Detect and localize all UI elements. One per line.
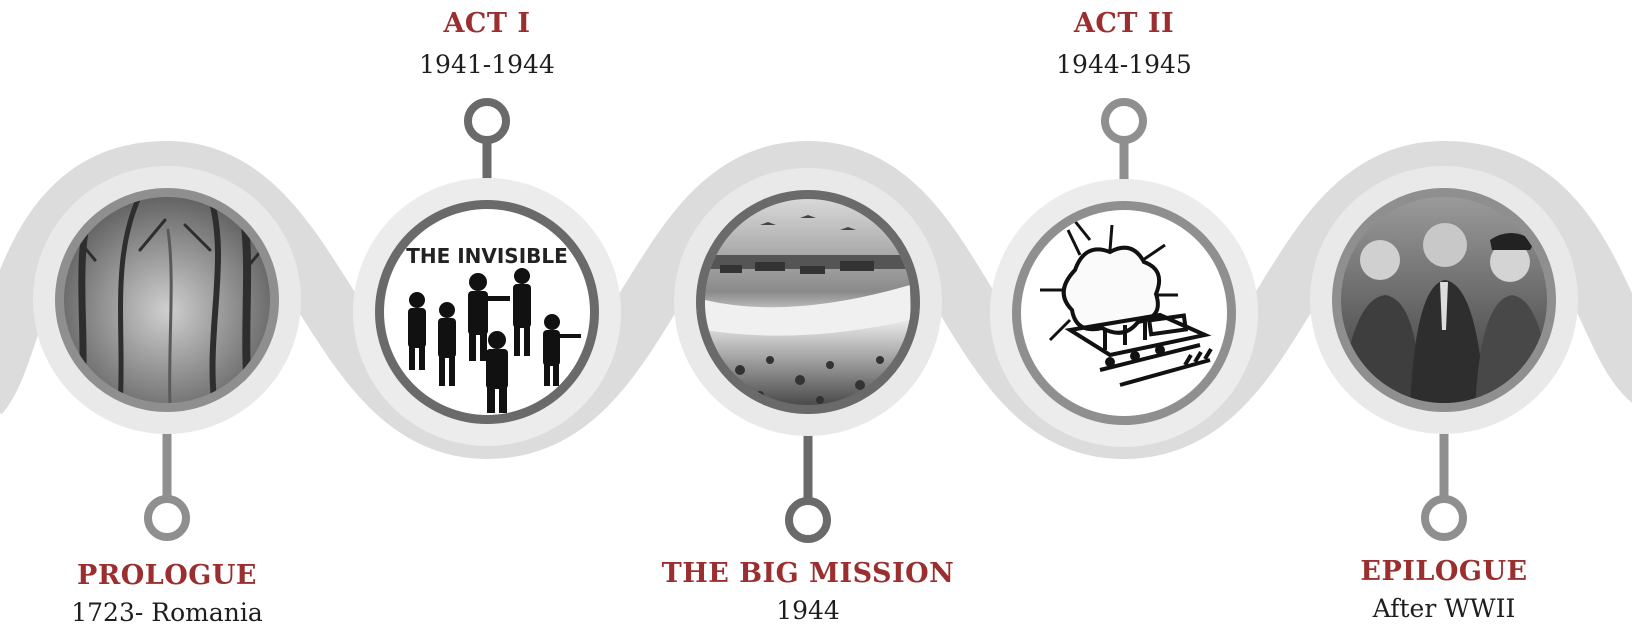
milestone-act-i: ACT I 1941-1944 bbox=[327, 8, 647, 82]
milestone-prologue: PROLOGUE 1723- Romania bbox=[7, 560, 327, 630]
image-caption: THE INVISIBLE bbox=[406, 244, 568, 268]
milestone-title: ACT II bbox=[1073, 8, 1175, 39]
node-big-mission bbox=[674, 168, 942, 436]
milestone-title: EPILOGUE bbox=[1360, 556, 1528, 587]
soldier-silhouettes-image: THE INVISIBLE bbox=[406, 244, 581, 413]
node-act-i: THE INVISIBLE bbox=[353, 178, 621, 446]
milestone-title: ACT I bbox=[443, 8, 531, 39]
milestone-act-ii: ACT II 1944-1945 bbox=[964, 8, 1284, 82]
milestone-subtitle: 1941-1944 bbox=[419, 50, 555, 79]
milestone-big-mission: THE BIG MISSION 1944 bbox=[648, 558, 968, 628]
milestone-title: THE BIG MISSION bbox=[661, 558, 955, 589]
milestone-epilogue: EPILOGUE After WWII bbox=[1284, 556, 1604, 626]
milestone-subtitle: 1944-1945 bbox=[1056, 50, 1192, 79]
milestone-subtitle: After WWII bbox=[1372, 594, 1516, 623]
node-epilogue bbox=[1310, 166, 1578, 434]
milestone-subtitle: 1944 bbox=[776, 596, 840, 625]
node-act-ii bbox=[990, 179, 1258, 447]
milestone-title: PROLOGUE bbox=[77, 560, 257, 591]
beach-landing-image bbox=[705, 215, 911, 404]
connector-epilogue bbox=[1421, 400, 1467, 541]
train-explosion-image bbox=[1040, 214, 1213, 387]
node-prologue bbox=[33, 166, 301, 434]
milestone-subtitle: 1723- Romania bbox=[71, 598, 263, 627]
